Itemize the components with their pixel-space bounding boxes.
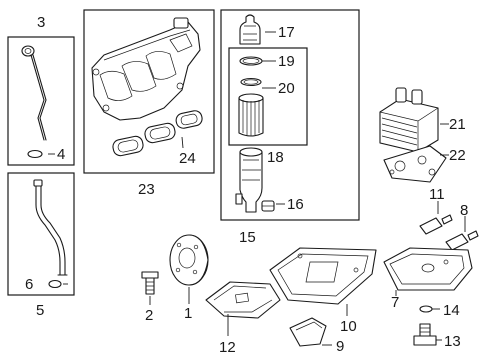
filter-housing <box>235 147 263 213</box>
crankshaft-pulley <box>169 234 209 286</box>
oil-cooler <box>379 87 439 153</box>
filter-seal-ring-small <box>240 77 262 87</box>
callout-5: 5 <box>36 302 44 319</box>
callout-11: 11 <box>429 186 445 203</box>
drain-washer <box>419 305 433 313</box>
dipstick-tube <box>33 179 68 276</box>
dipstick <box>21 45 47 141</box>
tube-o-ring <box>48 279 62 289</box>
callout-22: 22 <box>449 147 466 164</box>
intake-manifold <box>91 17 201 121</box>
callout-21: 21 <box>449 116 466 133</box>
group-box-dipstick <box>7 36 75 166</box>
oil-baffle <box>289 317 327 347</box>
callout-3: 3 <box>37 14 45 31</box>
upper-oil-pan <box>269 247 377 305</box>
callout-8: 8 <box>460 202 468 219</box>
callout-1: 1 <box>184 305 192 322</box>
oil-level-sensor-11 <box>419 214 453 235</box>
pulley-bolt <box>141 271 159 295</box>
callout-16: 16 <box>287 196 304 213</box>
group-box-oil-filter-assembly <box>220 9 360 221</box>
group-box-filter-inner <box>228 47 308 146</box>
drain-plug <box>413 323 437 346</box>
callout-12: 12 <box>219 339 236 356</box>
callout-17: 17 <box>278 24 295 41</box>
callout-24: 24 <box>179 150 196 167</box>
filter-cap <box>239 14 261 45</box>
callout-6: 6 <box>25 276 33 293</box>
intake-gaskets <box>112 110 203 157</box>
callout-15: 15 <box>239 229 256 246</box>
lower-oil-pan <box>383 247 473 291</box>
dipstick-o-ring <box>27 149 43 159</box>
callout-13: 13 <box>444 333 461 350</box>
group-box-intake-manifold <box>83 9 215 174</box>
group-box-dipstick-tube <box>7 172 75 296</box>
callout-20: 20 <box>278 80 295 97</box>
windage-tray <box>205 281 281 319</box>
callout-19: 19 <box>278 53 295 70</box>
callout-23: 23 <box>138 181 155 198</box>
callout-4: 4 <box>57 146 65 163</box>
oil-pressure-switch-8 <box>445 230 479 251</box>
filter-seal-ring-large <box>239 56 263 66</box>
callout-7: 7 <box>391 294 399 311</box>
callout-9: 9 <box>336 338 344 355</box>
callout-18: 18 <box>267 149 284 166</box>
callout-14: 14 <box>443 302 460 319</box>
callout-10: 10 <box>340 318 357 335</box>
leader-lines <box>48 31 466 346</box>
oil-cooler-gasket <box>383 145 447 183</box>
drain-plug-fitting <box>261 200 275 212</box>
callout-2: 2 <box>145 307 153 324</box>
oil-filter-element <box>238 93 264 137</box>
